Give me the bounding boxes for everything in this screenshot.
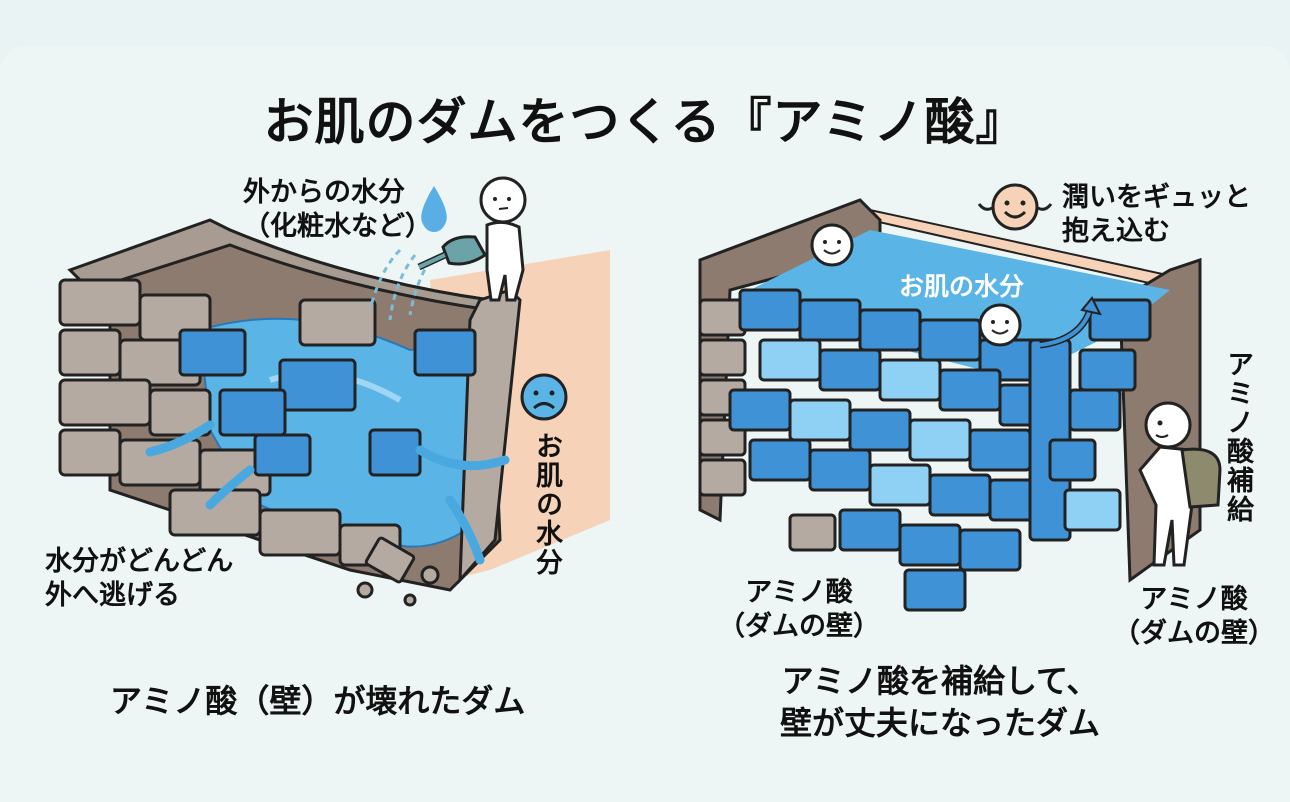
label-amino-supply-vertical: アミノ酸補給	[1222, 350, 1253, 524]
broken-dam-illustration	[58, 218, 610, 607]
label-amino-wall-right: アミノ酸 （ダムの壁）	[1113, 584, 1275, 649]
sad-face-icon	[520, 373, 568, 421]
label-skin-water-vertical: お肌の水分	[531, 432, 562, 577]
label-outside-water: 外からの水分 （化粧水など）	[243, 177, 432, 242]
page-title: お肌のダムをつくる『アミノ酸』	[263, 93, 1027, 151]
label-amino-wall-left: アミノ酸 （ダムの壁）	[718, 577, 880, 642]
smile-face-icon	[977, 183, 1053, 231]
left-caption: アミノ酸（壁）が壊れたダム	[110, 682, 526, 720]
person-backpack-icon	[1138, 401, 1222, 567]
label-skin-water: お肌の水分	[899, 272, 1025, 301]
person-watering-can-icon	[417, 176, 527, 302]
label-water-leaking: 水分がどんどん 外へ逃げる	[45, 546, 234, 611]
label-hold-moisture: 潤いをギュッと 抱え込む	[1062, 182, 1251, 247]
right-caption: アミノ酸を補給して、 壁が丈夫になったダム	[780, 662, 1101, 742]
water-drop-icon	[421, 186, 447, 232]
strong-dam-illustration	[698, 198, 1202, 612]
